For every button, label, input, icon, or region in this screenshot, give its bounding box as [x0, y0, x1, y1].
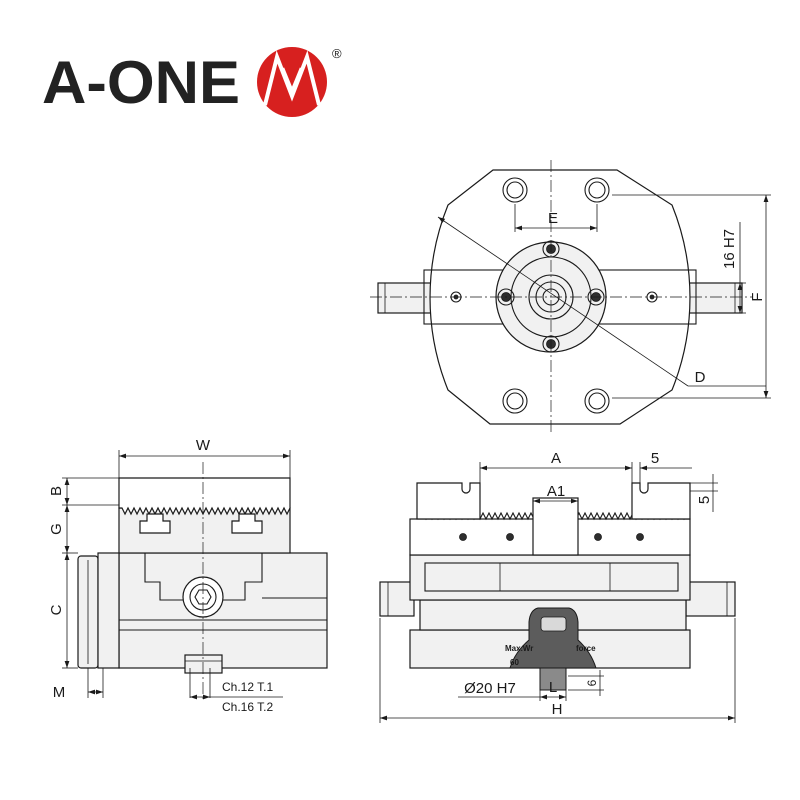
dim-5top-label: 5 [651, 450, 659, 467]
corner-hole-inner [588, 392, 606, 410]
top-view: E D F 16 H7 [370, 160, 771, 432]
arrowhead [571, 498, 578, 504]
arrowhead [480, 465, 487, 471]
front-stud-bore [540, 616, 567, 632]
arrowhead [64, 478, 70, 485]
arrowhead [64, 661, 70, 668]
brand-wordmark: A-ONE [42, 49, 240, 116]
arrowhead [380, 715, 387, 721]
arrowhead [737, 283, 743, 290]
front-view: Max.Wr force 60 H A 5 A1 5 Ø20 H7 L [379, 450, 736, 723]
dim-e-label: E [548, 210, 558, 227]
arrowhead [64, 505, 70, 512]
front-center-block [532, 497, 579, 556]
front-rod-left [379, 581, 415, 617]
side-t-slot-right [231, 513, 263, 534]
arrowhead [540, 694, 547, 700]
arrowhead [438, 217, 446, 223]
arrowhead [96, 689, 103, 695]
corner-hole-inner [506, 392, 524, 410]
registered-mark: ® [332, 46, 342, 61]
dim-6-label: 6 [585, 679, 599, 686]
front-rail-section [409, 554, 691, 601]
arrowhead [559, 694, 566, 700]
arrowhead [64, 553, 70, 560]
front-screw [506, 533, 514, 541]
corner-hole [584, 388, 610, 414]
dim-m-label: M [53, 684, 66, 701]
dim-16h7-label: 16 H7 [721, 229, 738, 269]
side-view: W B G C M Ch.12 T.1 Ch.16 T.2 [48, 437, 328, 714]
corner-hole [584, 177, 610, 203]
stud-text-3: 60 [510, 658, 519, 667]
front-clamping-stud [509, 607, 597, 669]
arrowhead [64, 498, 70, 505]
dim-h-label: H [552, 701, 563, 718]
arrowhead [515, 225, 522, 231]
top-rod-left [377, 282, 435, 314]
brand-logo: A-ONE ® [42, 46, 342, 117]
arrowhead [737, 306, 743, 313]
arrowhead [283, 453, 290, 459]
dim-d-line [437, 216, 689, 387]
side-jaw-serrated [118, 477, 291, 516]
arrowhead [203, 694, 210, 700]
dim-l-label: L [549, 679, 557, 696]
front-jaw-right [631, 482, 691, 520]
front-rail-inner [424, 562, 679, 592]
arrowhead [728, 715, 735, 721]
logo-emblem-disc [257, 47, 327, 117]
dim-5side-label: 5 [696, 496, 713, 504]
dim-dia-label: Ø20 H7 [464, 680, 516, 697]
arrowhead [640, 465, 647, 471]
front-jaw-left [416, 482, 481, 520]
arrowhead [625, 465, 632, 471]
dim-d-label: D [695, 369, 706, 386]
arrowhead [88, 689, 95, 695]
dim-w-label: W [196, 437, 211, 454]
dim-f-label: F [749, 292, 766, 301]
front-screw [459, 533, 467, 541]
stud-text-1: Max.Wr [505, 644, 533, 653]
dim-a-label: A [551, 450, 561, 467]
front-rod-right [685, 581, 736, 617]
side-t-slot-left [139, 513, 171, 534]
side-screw-shaft [97, 552, 120, 669]
arrowhead [590, 225, 597, 231]
corner-hole-inner [506, 181, 524, 199]
corner-hole-inner [588, 181, 606, 199]
side-lower-body [118, 552, 328, 669]
corner-hole [502, 177, 528, 203]
dim-b-label: B [48, 486, 65, 496]
arrowhead [64, 546, 70, 553]
arrowhead [533, 498, 540, 504]
logo-emblem-icon [257, 47, 327, 117]
side-hex-socket [194, 589, 212, 605]
logo-emblem-m-stroke [263, 50, 321, 106]
logo-emblem-v-stroke [281, 67, 303, 94]
chamfer-label-2: Ch.16 T.2 [222, 700, 273, 714]
top-corner-holes [502, 177, 610, 414]
front-screw [594, 533, 602, 541]
corner-hole [502, 388, 528, 414]
arrowhead [763, 195, 769, 202]
arrowhead [190, 694, 197, 700]
top-rod-right [685, 282, 743, 314]
stud-text-2: force [576, 644, 596, 653]
dim-a1-label: A1 [547, 483, 565, 500]
arrowhead [763, 391, 769, 398]
dim-g-label: G [48, 523, 65, 535]
side-bottom-key [184, 654, 223, 674]
front-screw [636, 533, 644, 541]
arrowhead [119, 453, 126, 459]
chuck-bolt-hole [587, 288, 605, 306]
chamfer-label-1: Ch.12 T.1 [222, 680, 273, 694]
dim-c-label: C [48, 604, 65, 615]
